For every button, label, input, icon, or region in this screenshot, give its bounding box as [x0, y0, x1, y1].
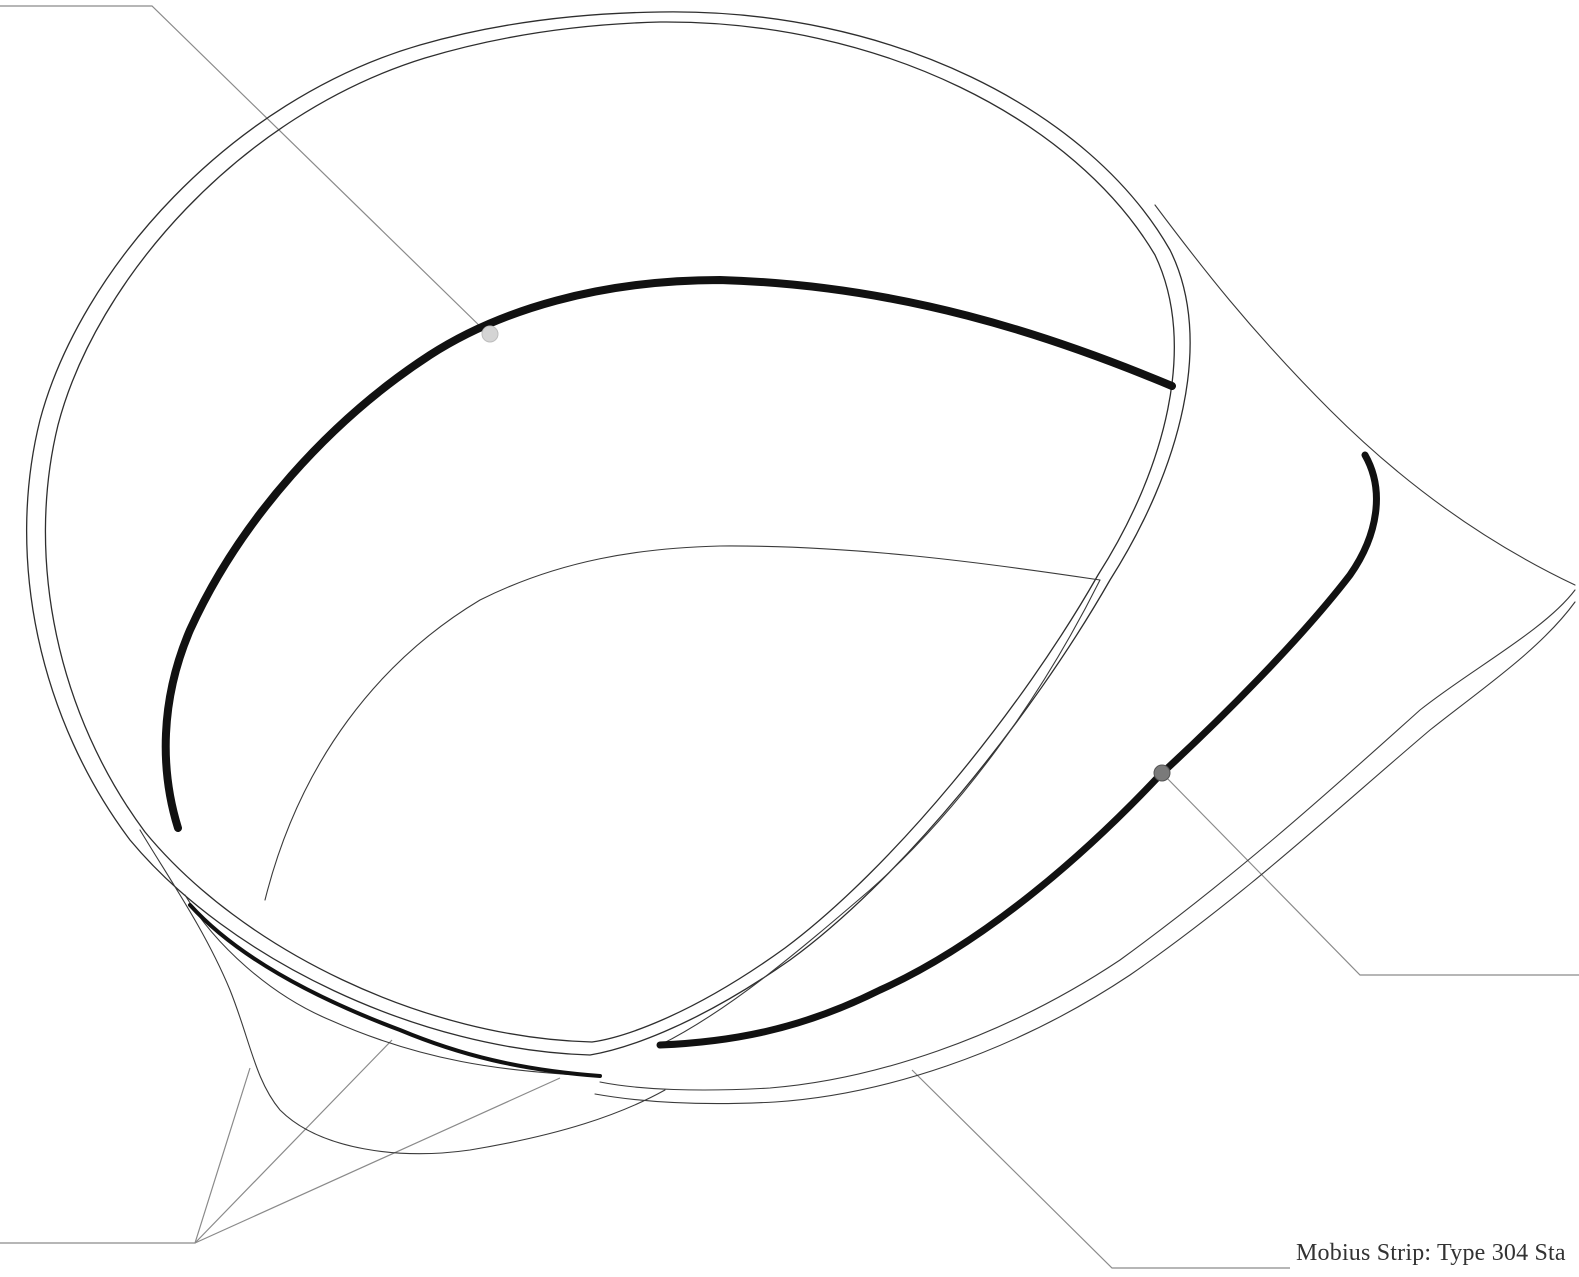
center-band	[166, 280, 1377, 1076]
inner-surface-curve	[265, 546, 1100, 900]
underside-inner-edge	[185, 895, 600, 1076]
leader-line-top-left	[0, 6, 488, 334]
center-band-right	[660, 455, 1376, 1045]
marker-light-dot	[482, 326, 498, 342]
strip-twist-right	[595, 205, 1575, 1104]
leader-line-bottom-left	[0, 1068, 250, 1243]
rim-outer-edge	[27, 12, 1190, 1055]
underside-edge	[140, 830, 665, 1154]
strip-inner-surface	[265, 546, 1100, 1045]
strip-underside	[140, 830, 665, 1154]
marker-dark-dot	[1154, 765, 1170, 781]
center-band-lower	[190, 905, 600, 1076]
leader-line-bottom-right	[912, 1070, 1290, 1268]
leader-lines	[0, 6, 1579, 1268]
rim-inner-edge	[45, 22, 1174, 1042]
inner-diagonal-curve	[660, 580, 1100, 1045]
twist-upper-edge	[1155, 205, 1575, 585]
center-band-upper	[166, 280, 1172, 828]
drawing-caption: Mobius Strip: Type 304 Sta	[1296, 1240, 1579, 1267]
strip-outer-rim	[27, 12, 1190, 1055]
twist-lower-edge-1	[600, 590, 1575, 1090]
leader-line-right	[1162, 773, 1579, 975]
leader-line-bottom-left-3	[195, 1078, 560, 1243]
leader-line-bottom-left-2	[195, 1040, 392, 1243]
